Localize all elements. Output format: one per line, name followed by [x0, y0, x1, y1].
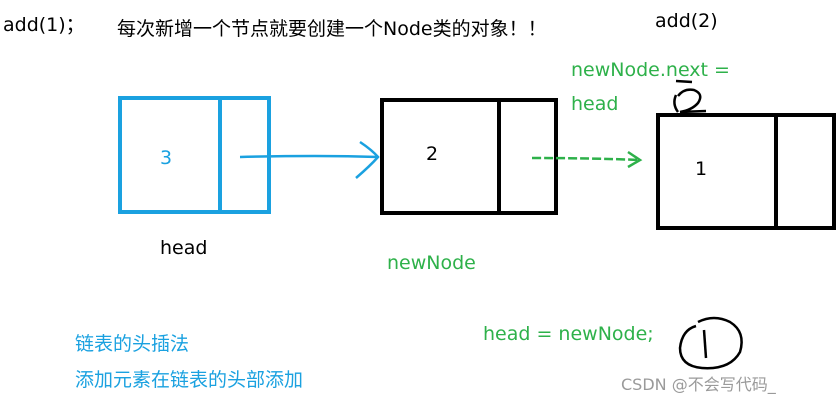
add-2-label: add(2) [655, 10, 718, 32]
caption: 每次新增一个节点就要创建一个Node类的对象！！ [117, 18, 547, 40]
next-assign-line-1: newNode.next = [571, 59, 730, 81]
node-old [656, 113, 836, 230]
node-head-box [118, 96, 271, 214]
node-new [380, 98, 558, 215]
add-1-label: add(1)； [3, 14, 85, 36]
note-head-insert: 链表的头插法 [75, 333, 190, 355]
node-old-box [656, 113, 836, 230]
note-add-at-head: 添加元素在链表的头部添加 [75, 369, 304, 391]
node-new-box [380, 98, 558, 215]
node-old-value: 1 [695, 158, 708, 180]
arrow-head-to-new [239, 140, 380, 179]
handwritten-step-1 [678, 316, 743, 370]
node-head [118, 96, 271, 214]
newnode-label: newNode [387, 252, 476, 274]
head-label: head [160, 237, 208, 259]
head-assign-statement: head = newNode; [483, 323, 654, 345]
arrow-new-to-old [531, 150, 643, 169]
watermark: CSDN @不会写代码_ [621, 375, 776, 394]
node-new-value: 2 [426, 143, 439, 165]
node-head-value: 3 [160, 147, 173, 169]
handwritten-step-2 [673, 79, 707, 114]
next-assign-line-2: head [571, 93, 619, 115]
